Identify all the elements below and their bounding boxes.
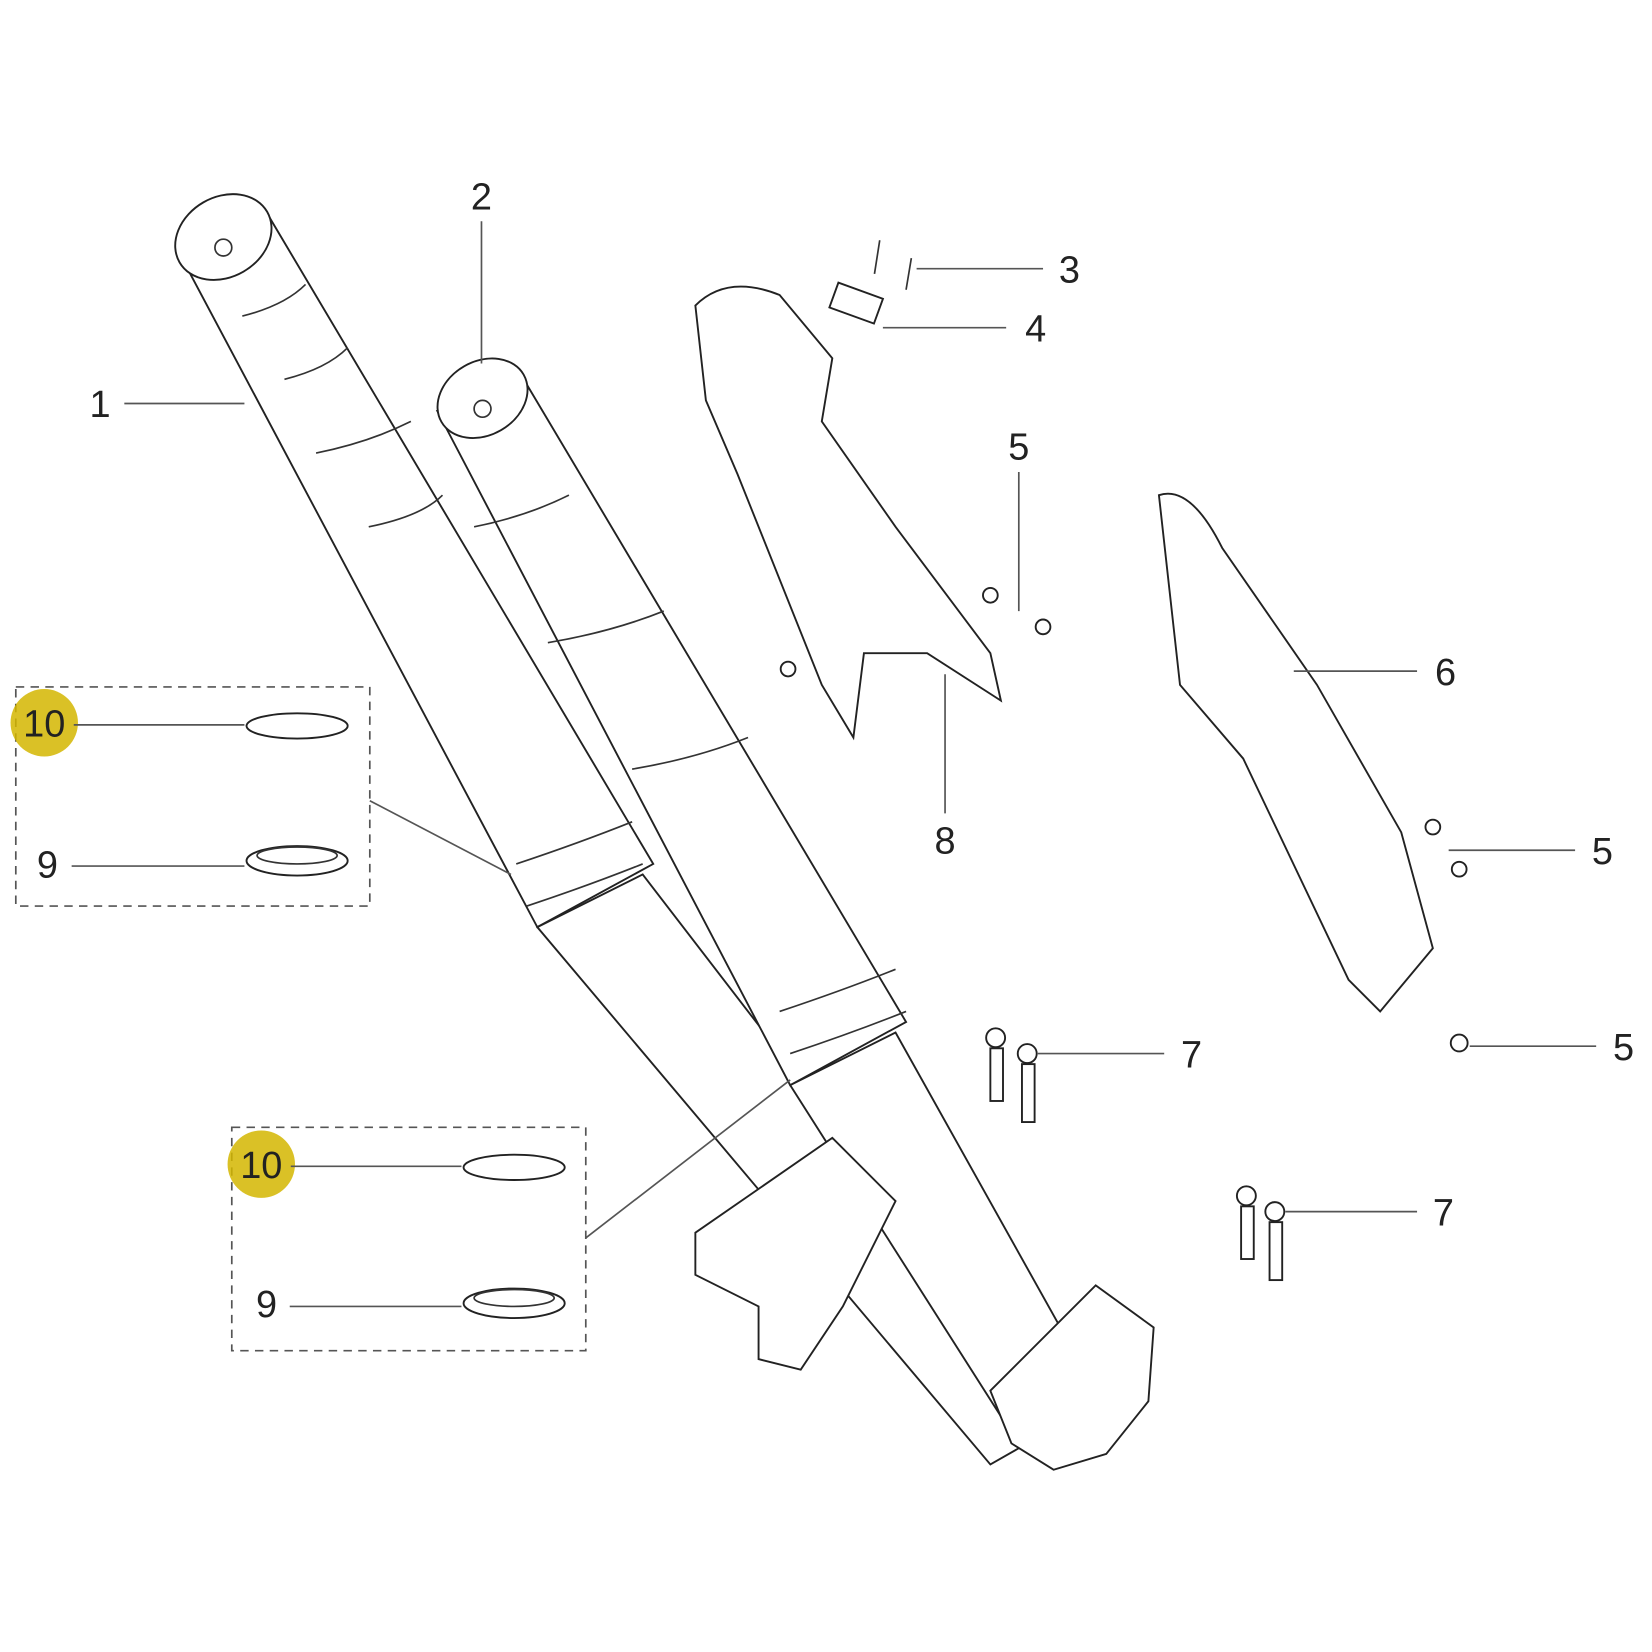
callout-4[interactable]: 4	[1025, 308, 1046, 350]
fork-tube-right	[435, 357, 1098, 1435]
callout-5[interactable]: 5	[1592, 831, 1613, 873]
axle-clamp-left	[694, 1136, 897, 1371]
callout-5[interactable]: 5	[1008, 426, 1029, 468]
callout-10-highlighted[interactable]: 10	[23, 703, 65, 745]
callout-9[interactable]: 9	[256, 1284, 277, 1326]
callout-6[interactable]: 6	[1435, 652, 1456, 694]
callout-7[interactable]: 7	[1433, 1192, 1454, 1234]
fork-guard-left	[694, 285, 1003, 741]
seal-kit-box-lower	[230, 1126, 587, 1352]
seal-kit-box-upper	[14, 686, 371, 907]
callout-9[interactable]: 9	[37, 845, 58, 887]
bolts	[779, 240, 1469, 1282]
callout-2[interactable]: 2	[471, 177, 492, 219]
highlight-marker	[227, 1130, 295, 1198]
callout-10-highlighted[interactable]: 10	[240, 1145, 282, 1187]
highlight-marker	[10, 689, 78, 757]
callout-5[interactable]: 5	[1613, 1027, 1634, 1069]
callout-1[interactable]: 1	[90, 384, 111, 426]
callout-3[interactable]: 3	[1059, 249, 1080, 291]
callout-8[interactable]: 8	[935, 820, 956, 862]
fork-guard-right	[1157, 492, 1434, 1013]
leader-lines	[71, 221, 1597, 1308]
callout-7[interactable]: 7	[1181, 1034, 1202, 1076]
axle-clamp-right	[989, 1284, 1155, 1471]
